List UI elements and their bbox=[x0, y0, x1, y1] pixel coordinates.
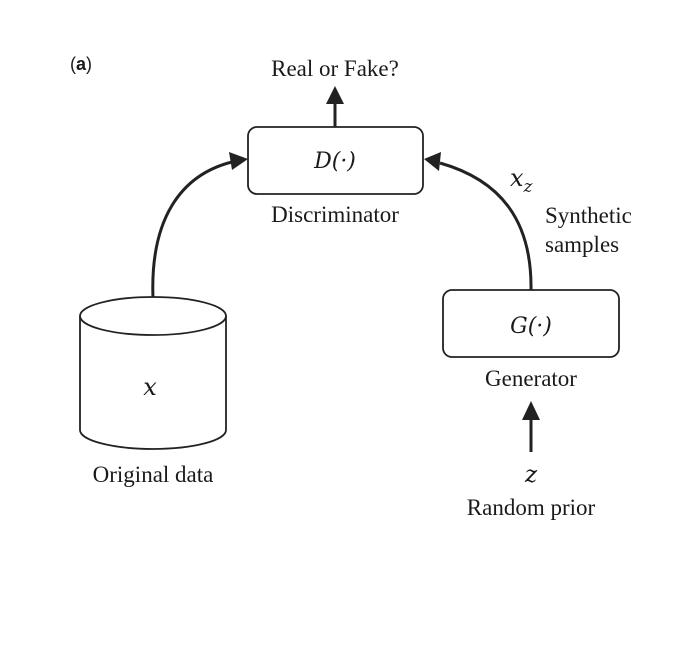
original-data-label: Original data bbox=[93, 462, 214, 487]
synthetic-samples-label-line2: samples bbox=[545, 232, 619, 257]
discriminator-output-label: Real or Fake? bbox=[271, 56, 399, 81]
generator-symbol: G(·) bbox=[510, 314, 552, 339]
generator-box bbox=[442, 289, 620, 358]
generator-label: Generator bbox=[485, 366, 577, 391]
discriminator-symbol: D(·) bbox=[313, 149, 356, 174]
discriminator-label: Discriminator bbox=[271, 202, 399, 227]
original-data-cylinder bbox=[79, 296, 227, 450]
synthetic-samples-label-line1: Synthetic bbox=[545, 203, 632, 228]
random-prior-arrow bbox=[522, 401, 540, 452]
synthetic-samples-symbol: xz bbox=[510, 164, 534, 197]
discriminator-box bbox=[247, 126, 424, 195]
generator-to-discriminator-arrow bbox=[424, 152, 533, 291]
discriminator-output-arrow bbox=[326, 86, 344, 127]
panel-label: (a) bbox=[70, 54, 92, 74]
original-data-symbol: x bbox=[143, 373, 157, 401]
original-data-to-discriminator-arrow bbox=[151, 152, 248, 299]
random-prior-symbol: z bbox=[524, 462, 538, 488]
random-prior-label: Random prior bbox=[467, 495, 596, 520]
